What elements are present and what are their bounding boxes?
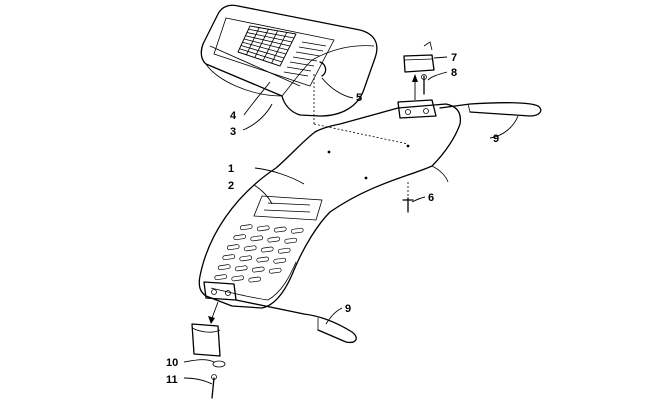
hinge-pin-9-rear [439,102,542,117]
arrow-down-icon [208,316,215,324]
vent-slot [284,237,298,244]
mount-hole [364,176,368,180]
decal-grid-line [254,29,269,58]
vent-slot [239,255,253,262]
screw-8 [421,74,427,95]
decal-text-line [283,71,309,77]
vent-slot [277,247,291,254]
vent-slot [267,236,281,243]
decal-grid-line [243,38,289,51]
vent-slot [273,226,287,233]
vent-slot [273,257,287,264]
decal-grid-line [240,45,285,59]
hinge-pin-9-front [235,299,357,344]
seat-decal [213,17,335,87]
vent-slot [260,246,274,253]
decal-grid-line [248,28,295,39]
decal-grid-line [246,27,260,55]
ventilation-slots [214,224,304,283]
vent-slot [256,225,270,232]
seat-cushion [200,4,378,117]
vent-slot [268,267,282,274]
screw-11 [211,374,217,399]
vent-slot [217,264,231,271]
vent-slot [233,234,247,241]
decal-text-line [292,56,318,62]
rear-hinge-bracket [397,99,437,119]
decal-text-line [298,46,324,52]
decal-grid-line [249,25,297,35]
callout-1: 1 [228,163,234,175]
callout-3: 3 [230,126,236,138]
callout-9-rear: 9 [493,133,499,145]
decal-grid-line [237,25,251,53]
vent-slot [243,245,257,252]
decal-text-line [289,61,315,67]
decal-grid-line [262,30,278,61]
decal-grid-line [242,41,287,55]
decal-text-line [295,51,321,57]
vent-slot [251,266,265,273]
vent-slot [226,244,240,251]
decal-text-line [286,66,312,72]
mount-hole [406,144,410,148]
callout-6: 6 [428,192,434,204]
mount-hole [327,150,331,154]
decal-grid-line [279,33,297,67]
arrow-up-icon [412,74,418,82]
decal-grid-line [246,32,293,43]
vent-slot [250,235,264,242]
callout-9-front: 9 [345,303,351,315]
callout-5: 5 [356,92,362,104]
callout-11: 11 [166,374,178,386]
vent-slot [214,274,228,281]
vent-slot [234,265,248,272]
stud-6 [402,182,414,213]
callout-4: 4 [230,110,237,122]
plate-decal [253,195,323,221]
callout-labels: 1 2 3 4 5 6 7 8 9 9 10 11 [166,52,499,386]
vent-slot [290,227,304,234]
latch-10 [191,323,221,357]
decal-grid-line [245,35,291,47]
washer-11 [212,360,226,368]
vent-slot [239,224,253,231]
decal-text-line [301,41,327,47]
callout-2: 2 [228,180,234,192]
decal-grid-line [237,51,281,67]
alignment-line [313,74,409,145]
vent-slot [222,254,236,261]
vent-slot [231,275,245,282]
leader-lines [183,56,519,385]
decal-grid-line [271,32,288,64]
vent-slot [248,276,262,283]
seat-base-plate [198,103,462,309]
callout-8: 8 [451,67,457,79]
decal-grid-line [239,48,283,63]
callout-7: 7 [451,52,457,64]
callout-10: 10 [166,357,178,369]
vent-slot [256,256,270,263]
latch-7 [403,41,435,73]
